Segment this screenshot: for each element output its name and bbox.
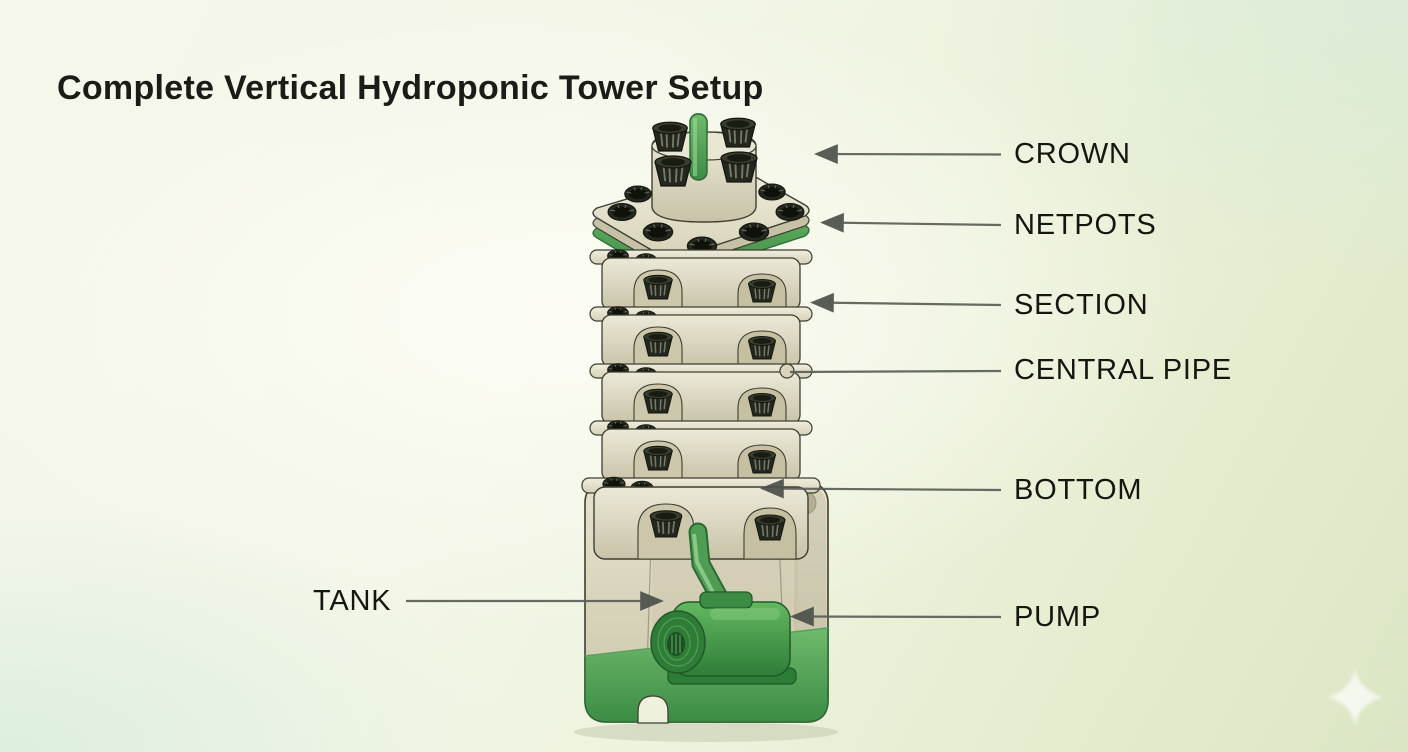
tank-foot-notch <box>637 695 669 724</box>
label-tank: TANK <box>313 585 392 617</box>
label-central-pipe: CENTRAL PIPE <box>1014 354 1233 386</box>
label-netpots: NETPOTS <box>1014 209 1157 241</box>
label-crown: CROWN <box>1014 138 1131 170</box>
hydroponic-tower-illustration <box>574 113 838 742</box>
ground-shadow <box>574 722 838 742</box>
label-pump: PUMP <box>1014 601 1101 633</box>
sections-graphic <box>589 249 813 482</box>
page-title: Complete Vertical Hydroponic Tower Setup <box>57 68 764 107</box>
section-graphic <box>589 249 813 311</box>
section-graphic <box>589 306 813 368</box>
pipe-fitting-nub <box>779 363 795 379</box>
label-section: SECTION <box>1014 289 1149 321</box>
crown-graphic <box>592 113 810 280</box>
section-graphic <box>589 420 813 482</box>
pump-graphic <box>650 522 797 685</box>
sparkle-icon <box>1328 668 1382 726</box>
label-bottom: BOTTOM <box>1014 474 1143 506</box>
section-graphic <box>589 363 813 425</box>
